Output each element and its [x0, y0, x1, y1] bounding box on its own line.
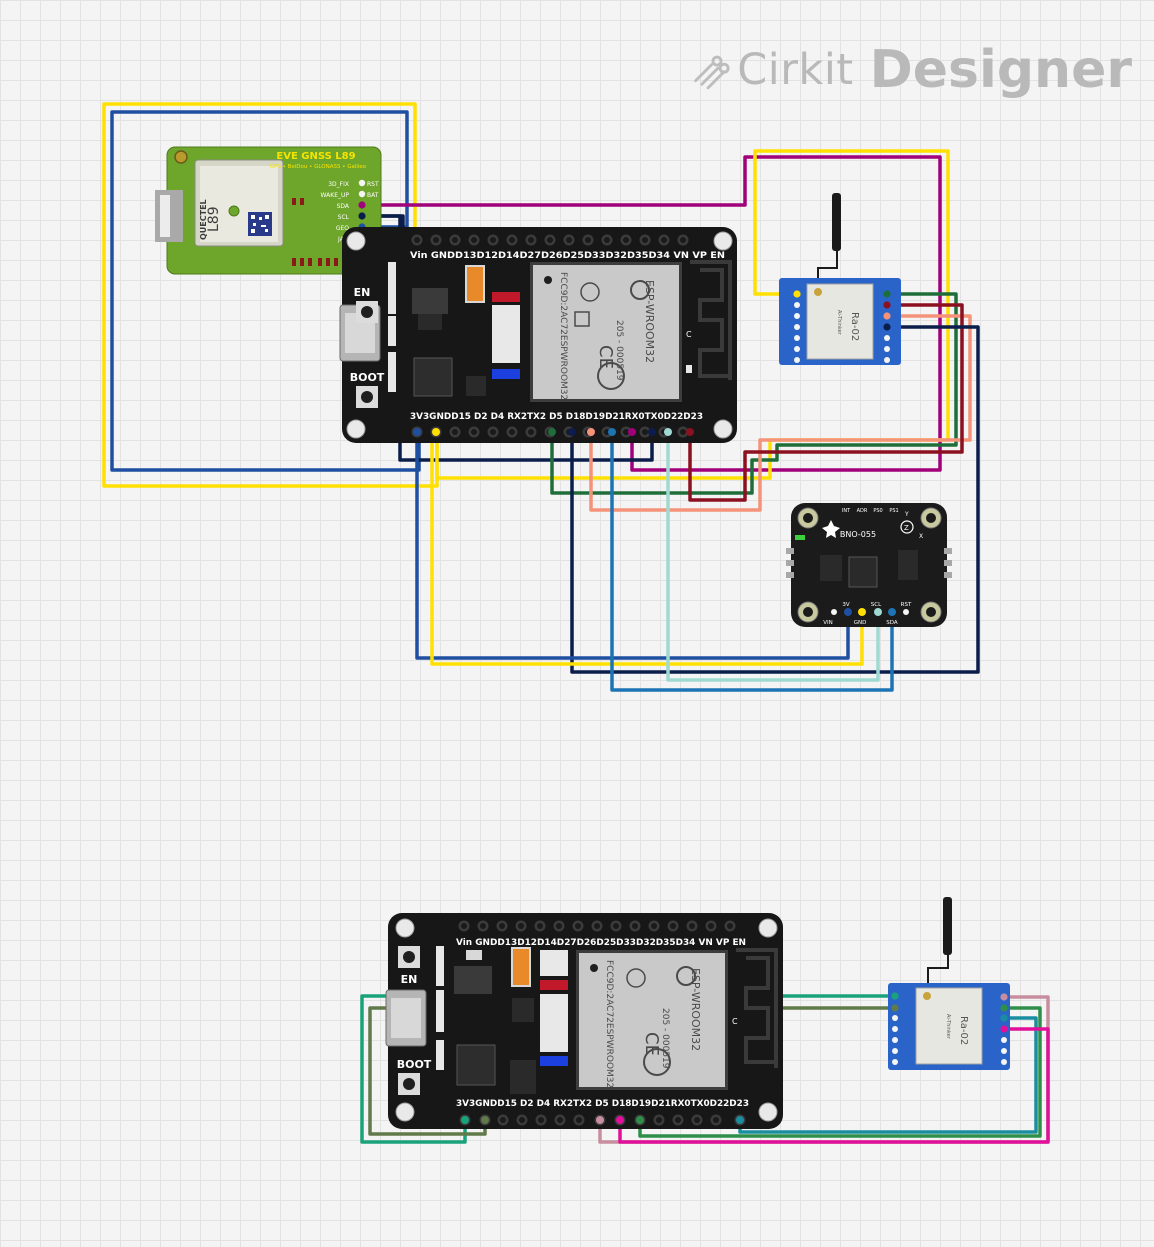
- svg-text:VIN: VIN: [823, 620, 833, 626]
- adafruit-logo-icon: [822, 520, 840, 538]
- bno-axis-y: Y: [904, 511, 909, 518]
- esp32-board-bottom[interactable]: EN BOOT ESP-WROOM32 FCC9D:2AC72ESPWROOM3…: [385, 913, 783, 1129]
- gnss-pin-scl: SCL: [338, 214, 350, 221]
- bottom-circuit-wires: [360, 994, 1050, 1144]
- lora-module-bottom[interactable]: Ra-02 Ai-Thinker: [888, 897, 1010, 1070]
- espressif-logo-icon: [597, 362, 625, 390]
- en-label-bottom: EN: [401, 973, 418, 986]
- wifi-logo-icon: [630, 280, 650, 300]
- pcb-antenna-icon: [690, 260, 732, 380]
- esp32-board-top[interactable]: EN BOOT ESP-WROOM32 FCC9D:2AC72ESPWROOM3…: [339, 227, 737, 443]
- wire-lora-miso-green: [550, 292, 958, 495]
- wire-bno-sda-sky: [610, 430, 894, 692]
- wire-bno-gnd-blue: [415, 430, 850, 660]
- fcc-logo-icon: [626, 968, 646, 988]
- esp32-bottom-pin-labels: 3V3GNDD15 D2 D4 RX2TX2 D5 D18D19D21RX0TX…: [410, 412, 703, 422]
- wroom-name-bottom: ESP-WROOM32: [689, 968, 702, 1051]
- gnss-pin-geo: GEO: [336, 225, 349, 232]
- gnss-title: EVE GNSS L89: [276, 151, 355, 162]
- antenna-icon: [832, 193, 841, 251]
- fcc-logo-icon: [580, 282, 600, 302]
- lora-maker-bottom: Ai-Thinker: [945, 1014, 951, 1040]
- svg-text:PS0: PS0: [873, 508, 882, 514]
- gnss-module[interactable]: L89 QUECTEL EVE GNSS L89 GPS • BeiDou • …: [155, 146, 382, 275]
- wire-lora-sck-maroon: [688, 303, 964, 502]
- svg-text:C: C: [686, 330, 692, 339]
- wifi-logo-icon: [676, 966, 696, 986]
- svg-text:PS1: PS1: [889, 508, 898, 514]
- svg-text:INT: INT: [842, 508, 851, 514]
- cirkit-designer-watermark: Cirkit Designer: [692, 38, 1132, 102]
- esp32-b-top-header[interactable]: [458, 920, 736, 932]
- bno-bottom-labels-lower: VIN GND SDA: [823, 620, 898, 626]
- svg-text:GND: GND: [854, 620, 867, 626]
- bno-axis-x: X: [919, 533, 923, 540]
- watermark-brand: Cirkit: [737, 45, 854, 95]
- espressif-logo-icon: [643, 1048, 671, 1076]
- gnss-chip-label: L89: [206, 206, 222, 232]
- wire-bno-scl-mint: [666, 430, 880, 682]
- wire-lora-nss-navy: [570, 325, 980, 674]
- svg-text:SCL: SCL: [871, 602, 882, 608]
- esp32-top-header[interactable]: [411, 234, 689, 246]
- svg-text:3V: 3V: [842, 602, 849, 608]
- gnss-pin-rst: RST: [367, 181, 379, 188]
- wire-gnss-sda-purple: [360, 155, 942, 472]
- en-label-top: EN: [354, 286, 371, 299]
- bno-bottom-labels-upper: 3V SCL RST: [842, 602, 912, 608]
- wroom-name-top: ESP-WROOM32: [643, 280, 656, 363]
- gnss-pin-sda: SDA: [337, 203, 350, 210]
- esp32-bottom-pin-labels-b: 3V3GNDD15 D2 D4 RX2TX2 D5 D18D19D21RX0TX…: [456, 1099, 749, 1109]
- wroom-cert-top: 205 - 000519: [614, 320, 624, 381]
- bno-axis-z: Z: [904, 524, 909, 532]
- bno-name: BNO-055: [840, 530, 876, 539]
- esp32-top-pin-labels-b: Vin GNDD13D12D14D27D26D25D33D32D35D34 VN…: [456, 938, 746, 948]
- esp32-top-pin-labels: Vin GNDD13D12D14D27D26D25D33D32D35D34 VN…: [410, 251, 725, 261]
- svg-text:C: C: [732, 1017, 738, 1026]
- esp32-top-wired-pins: [413, 428, 694, 436]
- boot-label-top: BOOT: [350, 371, 385, 384]
- antenna-icon: [943, 897, 952, 955]
- ce-mark-icon: CE: [595, 345, 616, 369]
- wire-b-sck-green: [638, 1006, 1042, 1138]
- wire-b-nss-pink: [618, 1027, 1050, 1144]
- lora-module-top[interactable]: Ra-02 Ai-Thinker: [779, 193, 901, 365]
- gnss-pin-3dfix: 3D_FIX: [328, 181, 349, 188]
- power-led-icon: [795, 535, 805, 540]
- svg-text:SDA: SDA: [886, 620, 898, 626]
- svg-text:ADR: ADR: [857, 508, 868, 514]
- antenna-connector-icon: [174, 150, 188, 164]
- boot-label-bottom: BOOT: [397, 1058, 432, 1071]
- svg-text:RST: RST: [901, 602, 912, 608]
- lora-name-bottom: Ra-02: [958, 1016, 969, 1045]
- gnss-pin-wakeup: WAKE_UP: [321, 192, 350, 199]
- wroom-fcc-bottom: FCC9D:2AC72ESPWROOM32: [604, 960, 614, 1088]
- axis-z-icon: [900, 520, 914, 534]
- gnss-brand-label: QUECTEL: [199, 199, 208, 240]
- wire-gnss-scl-navy-b: [360, 214, 654, 462]
- lora-maker-top: Ai-Thinker: [836, 310, 842, 336]
- wroom-fcc-top: FCC9D:2AC72ESPWROOM32: [558, 272, 568, 400]
- wroom-cert-bottom: 205 - 000519: [660, 1008, 670, 1069]
- wire-lora-mosi-salmon: [589, 314, 972, 512]
- gnss-subtitle: GPS • BeiDou • GLONASS • Galileo: [270, 164, 367, 170]
- wire-bno-3v-yellow: [430, 430, 864, 666]
- cirkit-logo-icon: [694, 55, 730, 90]
- bno-top-labels: INT ADR PS0 PS1: [842, 508, 899, 514]
- bno055-board[interactable]: INT ADR PS0 PS1 BNO-055 Z Y X 3V SCL RST…: [786, 503, 952, 627]
- ce-mark-icon: CE: [641, 1032, 662, 1056]
- watermark-product: Designer: [869, 40, 1132, 100]
- lora-name-top: Ra-02: [849, 312, 860, 341]
- pcb-antenna-icon: [736, 948, 778, 1068]
- gnss-pin-bat: BAT: [367, 192, 379, 199]
